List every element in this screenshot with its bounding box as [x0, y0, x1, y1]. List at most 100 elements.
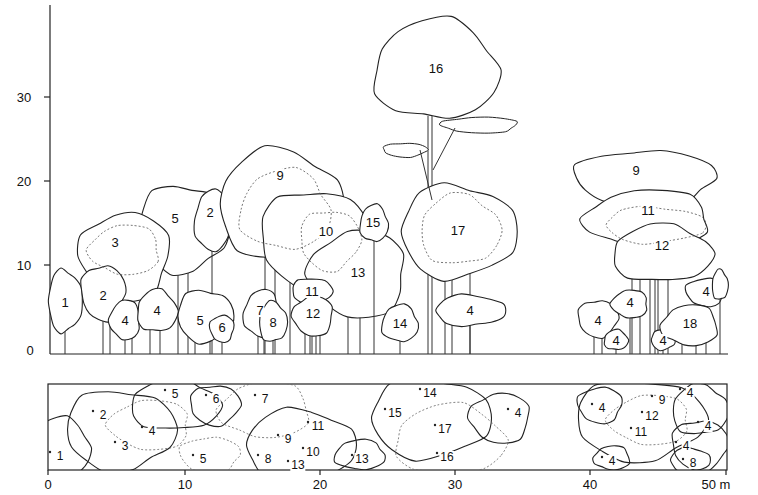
axis-label: 20	[16, 172, 32, 190]
stem-position	[630, 427, 632, 429]
branch	[420, 128, 455, 200]
tree-trunk	[160, 328, 161, 354]
tree-crown	[712, 269, 728, 299]
label-text: 10	[16, 259, 32, 272]
species-number: 5	[171, 384, 180, 402]
label-text: 0	[25, 344, 34, 357]
label-text: 11	[640, 204, 656, 217]
stem-position	[434, 424, 436, 426]
crown-projection	[105, 400, 187, 450]
label-text: 7	[255, 304, 264, 317]
species-number: 7	[255, 301, 264, 319]
label-text: 4	[704, 420, 713, 432]
species-number: 12	[654, 236, 670, 254]
label-text: 4	[593, 314, 602, 327]
species-number: 13	[350, 263, 366, 281]
label-text: 18	[682, 317, 698, 330]
stem-position	[641, 411, 643, 413]
label-text: 7	[261, 393, 270, 405]
label-text: 10	[305, 446, 320, 458]
tree-crown	[436, 294, 506, 327]
crown-projection	[179, 437, 240, 470]
species-number: 5	[195, 311, 204, 329]
tree-crown	[401, 183, 517, 282]
species-number: 10	[305, 442, 320, 460]
stem-position	[591, 403, 593, 405]
label-text: 9	[284, 433, 293, 445]
axis-label: 30	[447, 475, 463, 493]
tree-crown	[610, 290, 647, 318]
species-number: 2	[205, 203, 214, 221]
branch-crown	[439, 117, 517, 133]
crown-projection	[246, 407, 356, 470]
species-number: 14	[392, 314, 408, 332]
label-text: 8	[689, 457, 698, 469]
species-number: 10	[318, 222, 334, 240]
tree-crown	[138, 288, 179, 330]
label-text: 40	[582, 478, 598, 491]
species-number: 1	[60, 293, 69, 311]
axis-label: 0	[43, 475, 52, 493]
tree-crown	[178, 290, 234, 344]
label-text: 4	[625, 296, 634, 309]
label-text: 2	[99, 409, 108, 421]
stem-position	[287, 460, 289, 462]
label-text: 50 m	[701, 478, 732, 491]
species-number: 4	[625, 293, 634, 311]
stem-position	[302, 447, 304, 449]
stem-position	[257, 454, 259, 456]
label-text: 4	[152, 304, 161, 317]
label-text: 13	[354, 453, 369, 465]
species-number: 11	[311, 416, 325, 434]
axis-label: 50 m	[701, 475, 732, 493]
tree-trunk	[720, 296, 721, 354]
species-number: 4	[148, 421, 157, 439]
label-text: 8	[264, 453, 273, 465]
label-text: 5	[170, 212, 179, 225]
label-text: 4	[465, 304, 474, 317]
tree-crown	[360, 204, 389, 242]
stem-position	[651, 395, 653, 397]
stem-position	[192, 454, 194, 456]
label-text: 20	[16, 175, 32, 188]
label-text: 0	[43, 478, 52, 491]
stem-position	[436, 452, 438, 454]
label-text: 9	[275, 169, 284, 182]
label-text: 15	[387, 407, 402, 419]
axis-label: 30	[16, 88, 32, 106]
tree-trunk	[470, 322, 471, 354]
label-text: 4	[598, 402, 607, 414]
label-text: 14	[422, 387, 437, 399]
species-number: 16	[439, 447, 454, 465]
species-number: 4	[152, 301, 161, 319]
label-text: 2	[98, 289, 107, 302]
species-number: 5	[199, 449, 208, 467]
species-number: 2	[98, 286, 107, 304]
species-number: 3	[121, 436, 130, 454]
stem-position	[254, 394, 256, 396]
label-text: 13	[350, 266, 366, 279]
label-text: 6	[217, 321, 226, 334]
tree-crown	[382, 304, 419, 342]
species-number: 11	[640, 201, 656, 219]
label-text: 9	[631, 164, 640, 177]
species-number: 12	[305, 304, 321, 322]
stem-position	[697, 421, 699, 423]
label-text: 5	[171, 388, 180, 400]
species-number: 1	[56, 446, 65, 464]
species-number: 9	[631, 161, 640, 179]
species-number: 4	[701, 282, 710, 300]
species-number: 5	[170, 209, 179, 227]
stem-position	[114, 441, 116, 443]
species-number: 4	[704, 416, 713, 434]
species-number: 4	[682, 436, 691, 454]
species-number: 2	[99, 405, 108, 423]
stem-position	[351, 454, 353, 456]
label-text: 3	[121, 440, 130, 452]
species-number: 13	[354, 449, 369, 467]
species-number: 4	[465, 301, 474, 319]
species-number: 14	[422, 383, 437, 401]
stem-position	[601, 456, 603, 458]
label-text: 11	[634, 426, 648, 438]
label-text: 12	[305, 307, 321, 320]
